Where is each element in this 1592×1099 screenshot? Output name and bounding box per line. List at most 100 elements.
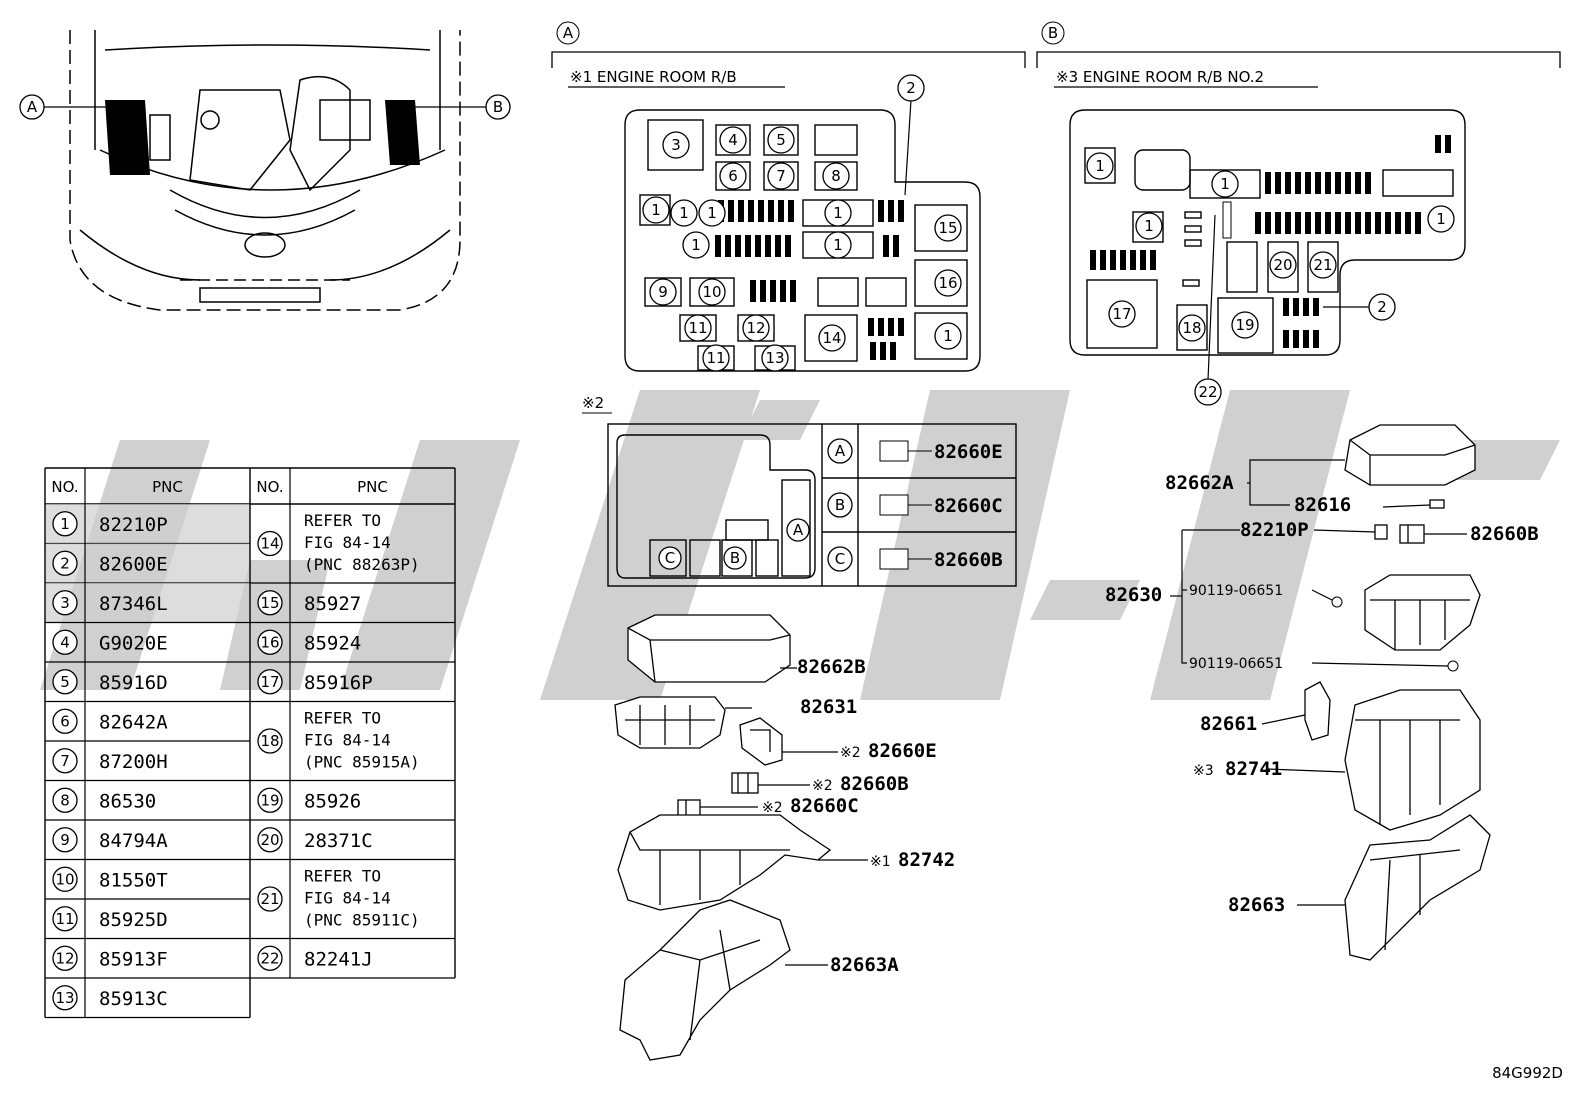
table-right-no-1: 15	[260, 594, 279, 612]
section-b-title: ※3 ENGINE ROOM R/B NO.2	[1056, 68, 1264, 86]
part-block-82630	[1364, 574, 1481, 651]
bolt-bottom-icon	[1447, 660, 1459, 672]
relay-box-a-fuses	[715, 200, 904, 360]
callout-a-circle	[19, 94, 45, 120]
section-b-circle	[1041, 21, 1065, 45]
box-a-callout-15-circle	[934, 322, 962, 350]
connector-row-letter-2: C	[835, 550, 845, 568]
box-b-callout-8-circle	[1231, 311, 1259, 339]
box-a-callout-22-circle	[818, 324, 846, 352]
mark-left-4: ※2	[762, 800, 783, 816]
table-left-pnc-3: G9020E	[99, 632, 168, 654]
table-right-line-7-2: (PNC 85911C)	[304, 911, 420, 930]
part-cover-82662b	[627, 614, 791, 683]
connector-row-letter-2-circle	[827, 546, 853, 572]
label-82616: 82616	[1294, 494, 1351, 516]
box-b-part-22	[1222, 201, 1232, 239]
box-a-callout-10-circle	[824, 199, 852, 227]
box-a-callout-2-circle	[719, 126, 747, 154]
connector-row-icon-2	[879, 548, 909, 570]
table-left-no-6: 7	[60, 752, 70, 770]
box-a-callout-5: 7	[776, 167, 786, 185]
box-a-callout-7-circle	[642, 196, 670, 224]
box-b-callout-8: 19	[1235, 316, 1254, 334]
box-a-callout-11: 1	[691, 236, 701, 254]
box-b-callout-3: 1	[1436, 210, 1446, 228]
table-right-pnc-8: 82241J	[304, 948, 373, 970]
mark-left-3: ※2	[812, 778, 833, 794]
box-a-callout-13-circle	[934, 214, 962, 242]
box-b-callout-4: 20	[1273, 256, 1292, 274]
connector-row-pnc-0: 82660E	[934, 441, 1003, 463]
label-82661: 82661	[1200, 713, 1257, 735]
label-left-82660b: 82660B	[840, 773, 909, 795]
box-a-callout-12: 1	[833, 236, 843, 254]
table-right-no-5: 19	[260, 791, 279, 809]
table-left-no-9: 10	[55, 870, 74, 888]
table-right-line-4-0: REFER TO	[304, 709, 381, 728]
label-82630: 82630	[1105, 584, 1162, 606]
table-right-no-2: 16	[260, 633, 279, 651]
table-left-no-9-circle	[52, 866, 78, 892]
table-left-no-11: 12	[55, 949, 74, 967]
box-b-callout-4-circle	[1269, 251, 1297, 279]
table-left-no-8-circle	[52, 827, 78, 853]
table-left-pnc-5: 82642A	[99, 711, 168, 733]
part-lower-82663	[1344, 814, 1491, 961]
section-b-letter: B	[1048, 24, 1058, 42]
part-connector-82660e	[739, 717, 783, 766]
box-location-a-marker	[105, 100, 150, 175]
table-row-shade	[45, 504, 250, 544]
table-left-no-12-circle	[52, 985, 78, 1011]
table-header-1: PNC	[152, 478, 183, 496]
left-leaders	[700, 667, 868, 966]
box-b-callout-2-circle	[1135, 212, 1163, 240]
table-left-pnc-6: 87200H	[99, 751, 168, 773]
vehicle-overview	[69, 30, 461, 311]
box-a-callout-12-circle	[824, 231, 852, 259]
table-left-pnc-9: 81550T	[99, 869, 168, 891]
label-left-82663a: 82663A	[830, 954, 899, 976]
box-b-callout-9-circle	[1368, 293, 1396, 321]
table-left-no-2-circle	[52, 590, 78, 616]
connector-row-letter-1-circle	[827, 492, 853, 518]
box-a-callout-0: 2	[906, 79, 916, 97]
table-header-2: NO.	[256, 478, 283, 496]
table-left-no-12: 13	[55, 989, 74, 1007]
table-right-pnc-1: 85927	[304, 593, 361, 615]
label-left-82742: 82742	[898, 849, 955, 871]
table-right-no-2-circle	[257, 629, 283, 655]
connector-row-icon-0	[879, 440, 909, 462]
part-cover-82662a	[1344, 424, 1476, 486]
label-bolt-top: 90119-06651	[1189, 583, 1283, 599]
table-header-0: NO.	[51, 478, 78, 496]
table-left-pnc-1: 82600E	[99, 553, 168, 575]
table-right-pnc-2: 85924	[304, 632, 361, 654]
box-b-callout-5-circle	[1309, 251, 1337, 279]
part-connector-82660b	[731, 772, 759, 794]
box-a-callout-3-circle	[767, 126, 795, 154]
table-left-no-7: 8	[60, 791, 70, 809]
box-b-callout-5: 21	[1313, 256, 1332, 274]
bolt-top-icon	[1331, 596, 1343, 608]
relay-box-b-fuses	[1090, 135, 1451, 348]
table-right-line-4-2: (PNC 85915A)	[304, 753, 420, 772]
table-right-pnc-5: 85926	[304, 790, 361, 812]
part-bracket-82661	[1304, 681, 1331, 741]
connector-table	[607, 423, 1017, 587]
connector-row-letter-0-circle	[827, 438, 853, 464]
box-a-callout-18-circle	[684, 314, 712, 342]
box-a-callout-5-circle	[767, 162, 795, 190]
connector-row-letter-1: B	[835, 496, 845, 514]
box-a-callout-21-circle	[761, 344, 789, 372]
table-right-line-0-0: REFER TO	[304, 511, 381, 530]
table-left-no-7-circle	[52, 787, 78, 813]
box-a-callout-9-circle	[698, 199, 726, 227]
callout-b-circle	[485, 94, 511, 120]
table-left-pnc-4: 85916D	[99, 672, 168, 694]
box-a-callout-8-circle	[670, 199, 698, 227]
table-right-no-7-circle	[257, 886, 283, 912]
connector-row-icon-1	[879, 494, 909, 516]
